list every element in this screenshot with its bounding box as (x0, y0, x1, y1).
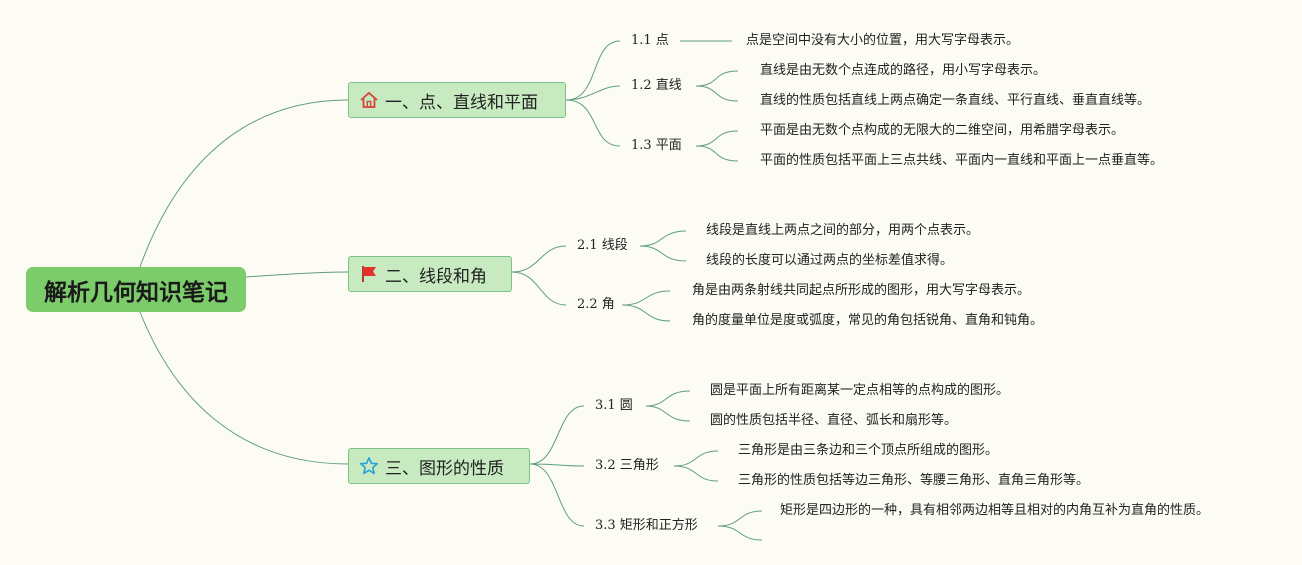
leaf-node[interactable]: 平面是由无数个点构成的无限大的二维空间，用希腊字母表示。 (760, 123, 1125, 138)
sub-node-3-1[interactable]: 3.1 圆 (595, 398, 633, 413)
branch-label-3: 三、图形的性质 (385, 458, 504, 479)
sub-node-1-2[interactable]: 1.2 直线 (631, 78, 682, 93)
leaf-node[interactable]: 圆是平面上所有距离某一定点相等的点构成的图形。 (710, 383, 1010, 398)
leaf-node[interactable]: 平面的性质包括平面上三点共线、平面内一直线和平面上一点垂直等。 (760, 153, 1164, 168)
leaf-node[interactable]: 线段的长度可以通过两点的坐标差值求得。 (706, 253, 954, 268)
leaf-node[interactable]: 矩形是四边形的一种，具有相邻两边相等且相对的内角互补为直角的性质。 (780, 503, 1210, 518)
sub-node-3-3[interactable]: 3.3 矩形和正方形 (595, 518, 698, 533)
leaf-node[interactable]: 点是空间中没有大小的位置，用大写字母表示。 (746, 33, 1020, 48)
sub-node-3-2[interactable]: 3.2 三角形 (595, 458, 659, 473)
branch-node-1[interactable]: 一、点、直线和平面 (348, 82, 566, 118)
branch-node-3[interactable]: 三、图形的性质 (348, 448, 530, 484)
leaf-node[interactable]: 直线的性质包括直线上两点确定一条直线、平行直线、垂直直线等。 (760, 93, 1151, 108)
branch-node-2[interactable]: 二、线段和角 (348, 256, 512, 292)
leaf-node[interactable]: 角是由两条射线共同起点所形成的图形，用大写字母表示。 (692, 283, 1031, 298)
flag-icon (359, 264, 379, 284)
branch-label-2: 二、线段和角 (385, 266, 487, 287)
sub-node-1-1[interactable]: 1.1 点 (631, 33, 669, 48)
sub-node-1-3[interactable]: 1.3 平面 (631, 138, 682, 153)
sub-node-2-2[interactable]: 2.2 角 (577, 297, 615, 312)
star-icon (359, 456, 379, 476)
leaf-node[interactable]: 三角形的性质包括等边三角形、等腰三角形、直角三角形等。 (738, 473, 1090, 488)
root-node[interactable]: 解析几何知识笔记 (26, 267, 246, 312)
home-icon (359, 90, 379, 110)
leaf-node[interactable]: 三角形是由三条边和三个顶点所组成的图形。 (738, 443, 999, 458)
leaf-node[interactable]: 线段是直线上两点之间的部分，用两个点表示。 (706, 223, 980, 238)
branch-label-1: 一、点、直线和平面 (385, 92, 538, 113)
leaf-node[interactable]: 圆的性质包括半径、直径、弧长和扇形等。 (710, 413, 958, 428)
leaf-node[interactable]: 直线是由无数个点连成的路径，用小写字母表示。 (760, 63, 1047, 78)
leaf-node[interactable]: 角的度量单位是度或弧度，常见的角包括锐角、直角和钝角。 (692, 313, 1044, 328)
sub-node-2-1[interactable]: 2.1 线段 (577, 238, 628, 253)
